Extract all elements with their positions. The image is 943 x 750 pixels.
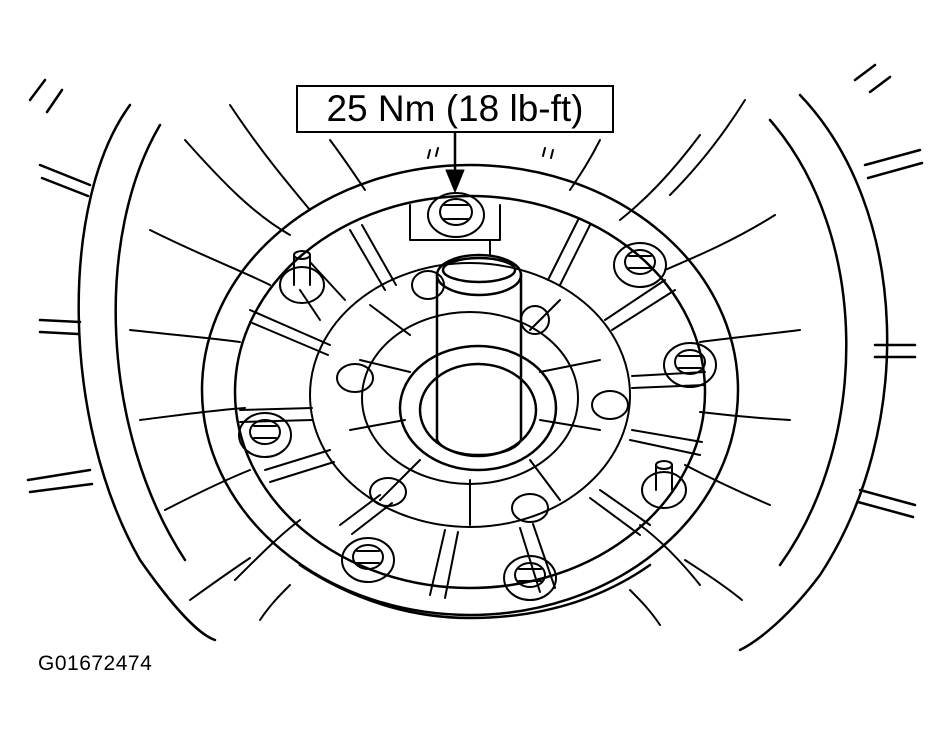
hex-bolt-icon [427,192,485,238]
stud-icon [641,460,687,509]
pump-web-ribs [239,204,706,599]
stud-icon [279,250,325,304]
stator-shaft [398,253,558,472]
pump-body [200,163,740,620]
housing-outline [26,63,924,652]
figure-id: G01672474 [38,652,153,675]
turbine-blades [129,99,801,626]
bolt-group [238,192,717,601]
arrow-down-icon [427,131,554,193]
hex-bolt-icon [238,412,292,458]
torque-callout: 25 Nm (18 lb-ft) [296,85,614,133]
hex-bolt-icon [503,555,557,601]
hex-bolt-icon [613,242,667,288]
hex-bolt-icon [341,537,395,583]
pump-recesses [336,270,629,523]
hex-bolt-icon [663,342,717,388]
